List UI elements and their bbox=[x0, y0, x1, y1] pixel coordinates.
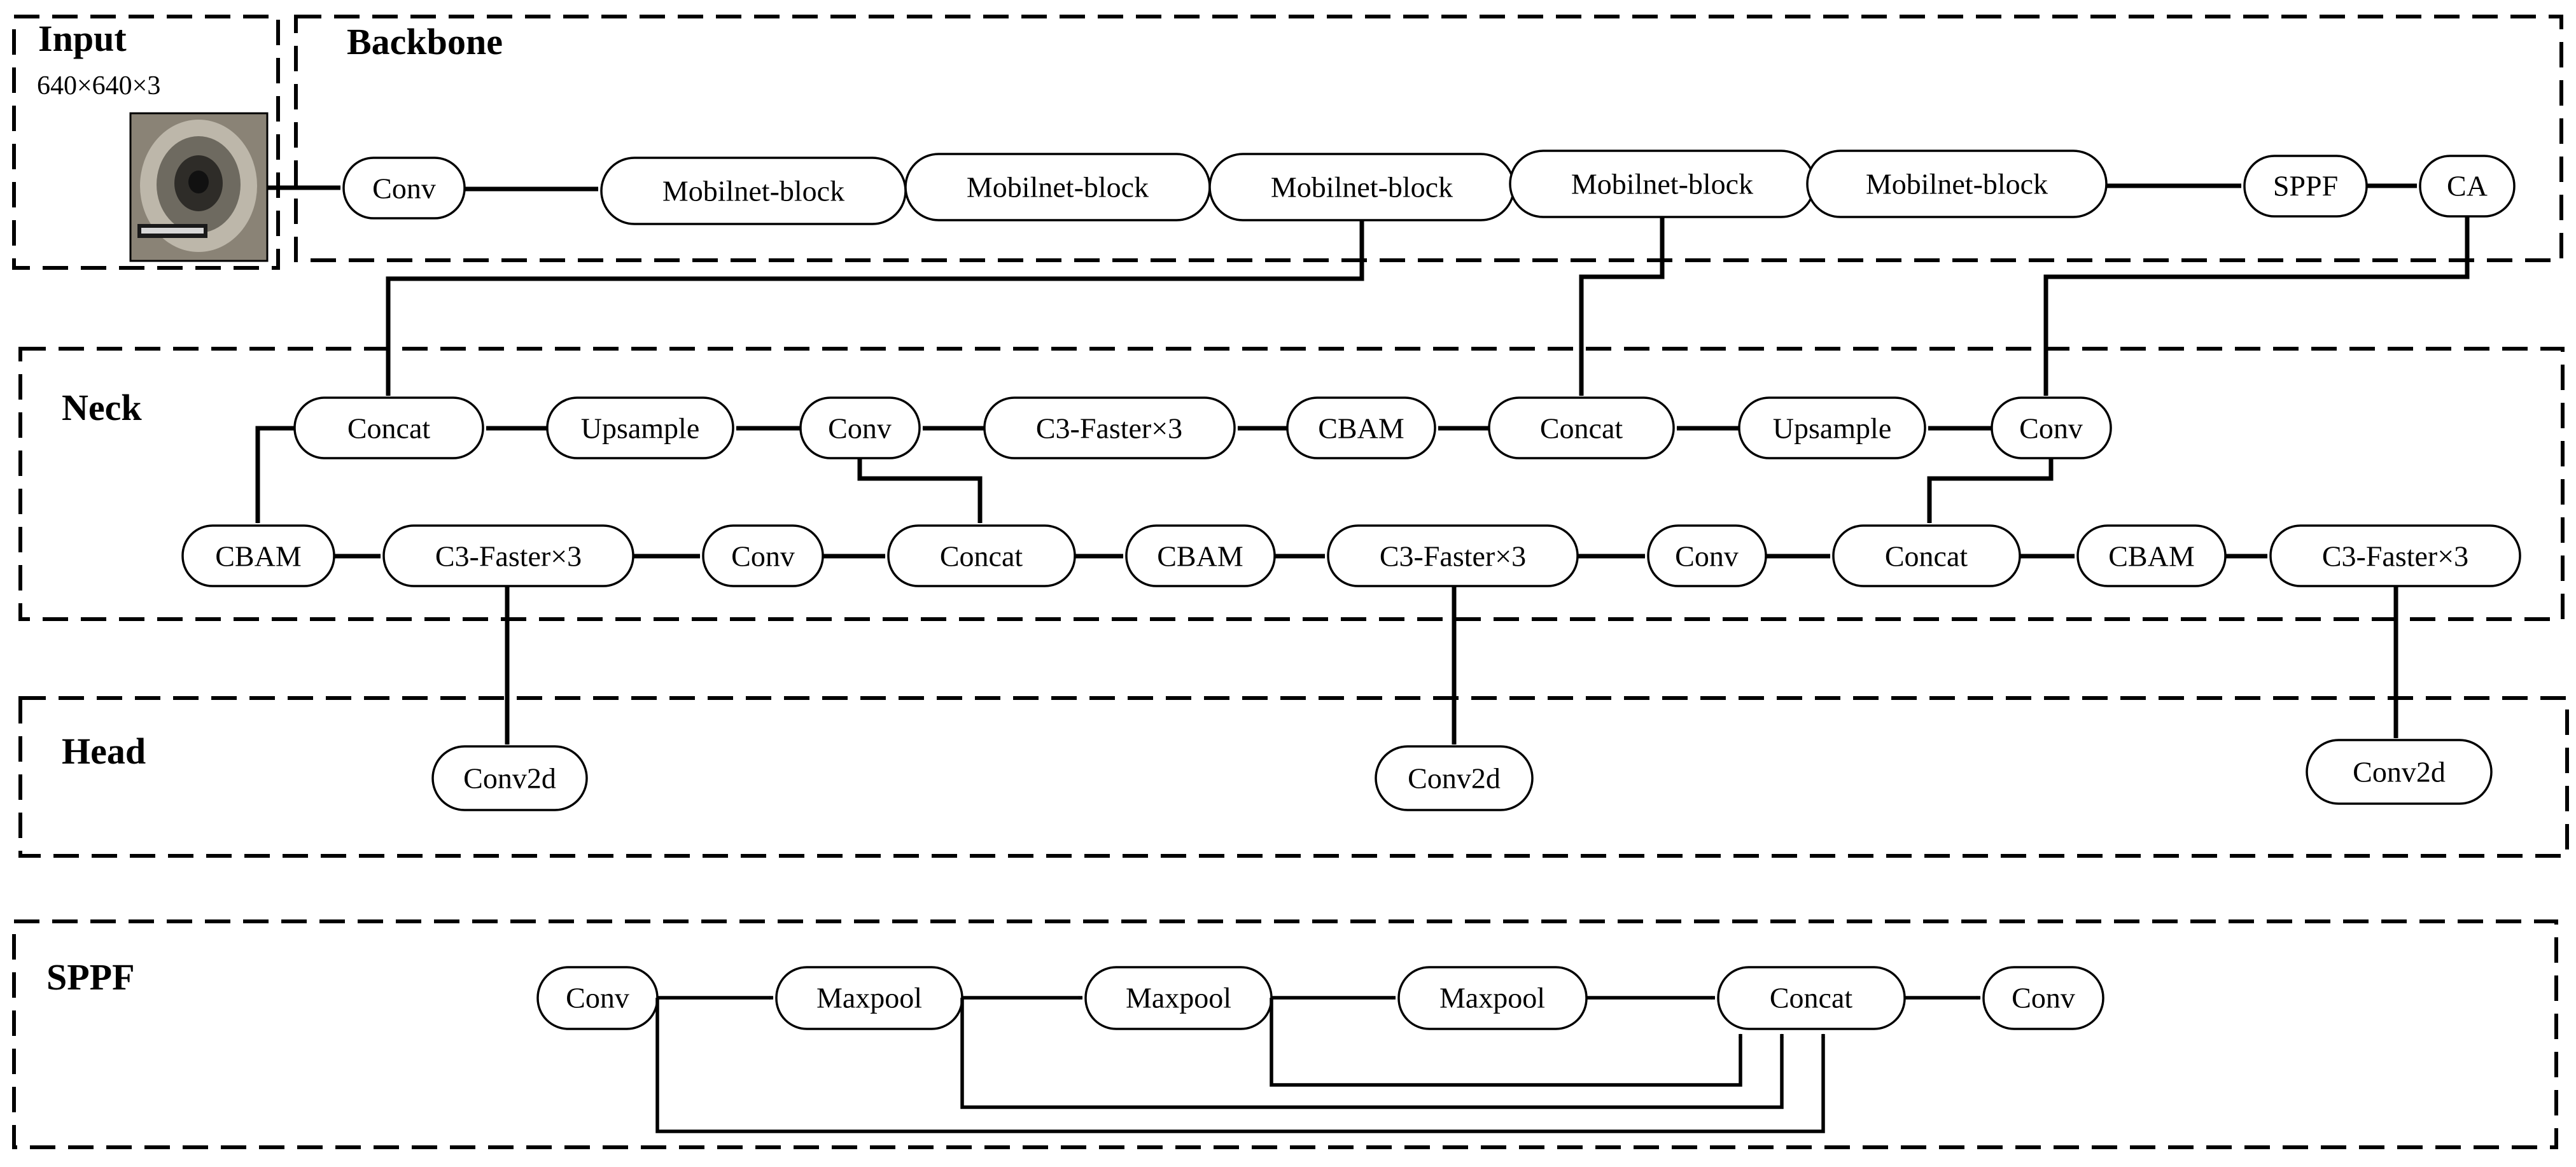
svg-text:Conv: Conv bbox=[2012, 982, 2075, 1014]
svg-text:Mobilnet-block: Mobilnet-block bbox=[967, 171, 1149, 204]
svg-text:Conv: Conv bbox=[372, 172, 436, 205]
svg-text:Mobilnet-block: Mobilnet-block bbox=[662, 175, 844, 207]
backbone-ca-node: CA bbox=[2419, 155, 2516, 218]
backbone-conv-node: Conv bbox=[342, 157, 466, 220]
neck-top-upsample-1: Upsample bbox=[546, 396, 734, 459]
neck-bottom-conv-1: Conv bbox=[702, 524, 824, 587]
backbone-to-neck-arrows bbox=[386, 216, 2470, 396]
svg-text:Conv2d: Conv2d bbox=[463, 762, 556, 795]
svg-text:Conv2d: Conv2d bbox=[1408, 762, 1501, 795]
svg-text:Maxpool: Maxpool bbox=[1126, 982, 1231, 1014]
backbone-arrows bbox=[267, 183, 2418, 192]
svg-text:C3-Faster×3: C3-Faster×3 bbox=[2322, 540, 2468, 573]
svg-text:Concat: Concat bbox=[347, 412, 431, 445]
neck-top-upsample-2: Upsample bbox=[1738, 396, 1926, 459]
svg-text:Conv: Conv bbox=[731, 540, 795, 573]
sppf-concat: Concat bbox=[1717, 966, 1906, 1030]
svg-text:Conv: Conv bbox=[1675, 540, 1739, 573]
neck-top-concat-2: Concat bbox=[1488, 396, 1675, 459]
svg-text:Maxpool: Maxpool bbox=[816, 982, 922, 1014]
svg-text:Mobilnet-block: Mobilnet-block bbox=[1571, 168, 1753, 200]
backbone-mobilnet-block-5: Mobilnet-block bbox=[1806, 150, 2108, 218]
backbone-panel-title: Backbone bbox=[347, 21, 503, 62]
backbone-mobilnet-block-4: Mobilnet-block bbox=[1509, 150, 1816, 218]
neck-bottom-cbam-2: CBAM bbox=[1125, 524, 1276, 587]
backbone-sppf-node: SPPF bbox=[2243, 155, 2368, 218]
backbone-mobilnet-block-1: Mobilnet-block bbox=[600, 157, 907, 225]
svg-text:SPPF: SPPF bbox=[2273, 170, 2338, 202]
svg-text:Conv2d: Conv2d bbox=[2353, 756, 2446, 788]
neck-bottom-concat-2: Concat bbox=[1832, 524, 2021, 587]
head-conv2d-2: Conv2d bbox=[1375, 745, 1534, 811]
sppf-maxpool-3: Maxpool bbox=[1397, 966, 1588, 1030]
sppf-conv-out: Conv bbox=[1982, 966, 2104, 1030]
svg-text:Maxpool: Maxpool bbox=[1439, 982, 1545, 1014]
neck-bottom-c3faster-3: C3-Faster×3 bbox=[2269, 524, 2521, 587]
input-sample-image bbox=[129, 112, 269, 262]
svg-text:CBAM: CBAM bbox=[1157, 540, 1243, 573]
svg-text:Mobilnet-block: Mobilnet-block bbox=[1866, 168, 2048, 200]
input-panel-title: Input bbox=[38, 18, 127, 59]
neck-top-conv-1: Conv bbox=[799, 396, 921, 459]
neck-bottom-c3faster-1: C3-Faster×3 bbox=[382, 524, 634, 587]
neck-top-concat-1: Concat bbox=[293, 396, 484, 459]
input-panel: Input 640×640×3 bbox=[12, 15, 280, 270]
head-conv2d-1: Conv2d bbox=[431, 745, 588, 811]
svg-text:Concat: Concat bbox=[940, 540, 1023, 573]
head-conv2d-3: Conv2d bbox=[2306, 739, 2493, 805]
svg-text:Upsample: Upsample bbox=[1773, 412, 1892, 445]
neck-bottom-cbam-3: CBAM bbox=[2076, 524, 2227, 587]
input-size-label: 640×640×3 bbox=[37, 71, 160, 101]
svg-text:C3-Faster×3: C3-Faster×3 bbox=[435, 540, 582, 573]
sppf-panel-title: SPPF bbox=[46, 956, 135, 998]
sppf-maxpool-2: Maxpool bbox=[1084, 966, 1273, 1030]
neck-bottom-concat-1: Concat bbox=[887, 524, 1076, 587]
svg-text:Concat: Concat bbox=[1885, 540, 1968, 573]
neck-to-head-arrows bbox=[505, 586, 2398, 745]
neck-bottom-c3faster-2: C3-Faster×3 bbox=[1327, 524, 1579, 587]
backbone-panel: Backbone bbox=[294, 15, 2563, 262]
neck-top-c3faster: C3-Faster×3 bbox=[983, 396, 1236, 459]
neck-panel-title: Neck bbox=[62, 387, 142, 428]
backbone-mobilnet-block-3: Mobilnet-block bbox=[1208, 153, 1515, 221]
svg-text:Conv: Conv bbox=[828, 412, 892, 445]
sppf-panel: SPPF bbox=[12, 919, 2558, 1149]
svg-text:C3-Faster×3: C3-Faster×3 bbox=[1380, 540, 1526, 573]
svg-text:Concat: Concat bbox=[1770, 982, 1853, 1014]
sppf-conv-in: Conv bbox=[536, 966, 659, 1030]
svg-text:Conv: Conv bbox=[2019, 412, 2083, 445]
svg-text:Upsample: Upsample bbox=[581, 412, 700, 445]
neck-bottom-conv-2: Conv bbox=[1647, 524, 1767, 587]
svg-text:CBAM: CBAM bbox=[2108, 540, 2194, 573]
head-panel: Head bbox=[18, 696, 2569, 858]
head-panel-title: Head bbox=[62, 730, 146, 772]
neck-bottom-cbam-1: CBAM bbox=[181, 524, 335, 587]
neck-top-conv-2: Conv bbox=[1991, 396, 2112, 459]
sppf-maxpool-1: Maxpool bbox=[775, 966, 963, 1030]
svg-text:CA: CA bbox=[2447, 170, 2488, 202]
svg-text:CBAM: CBAM bbox=[1318, 412, 1404, 445]
svg-text:Mobilnet-block: Mobilnet-block bbox=[1271, 171, 1453, 204]
svg-text:Conv: Conv bbox=[566, 982, 629, 1014]
svg-text:CBAM: CBAM bbox=[215, 540, 301, 573]
svg-text:Concat: Concat bbox=[1540, 412, 1623, 445]
backbone-mobilnet-block-2: Mobilnet-block bbox=[904, 153, 1211, 221]
sppf-arrows bbox=[655, 996, 1981, 1133]
neck-panel: Neck bbox=[18, 347, 2565, 621]
svg-text:C3-Faster×3: C3-Faster×3 bbox=[1036, 412, 1182, 445]
neck-top-cbam: CBAM bbox=[1286, 396, 1436, 459]
neck-vertical-arrows bbox=[255, 426, 2054, 524]
